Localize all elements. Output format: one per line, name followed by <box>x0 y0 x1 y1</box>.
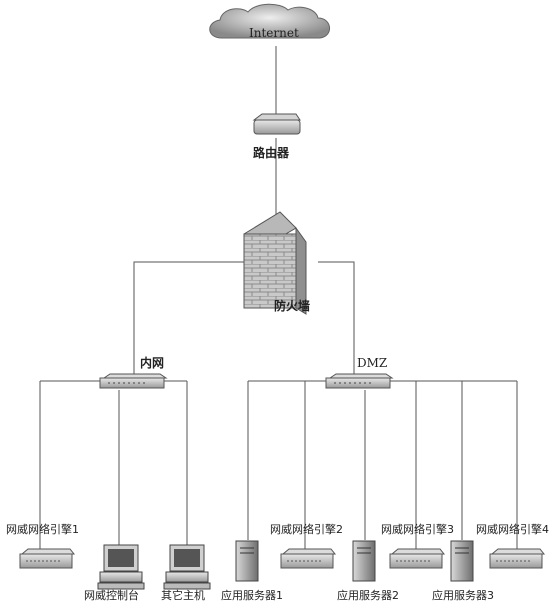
lan-label: 内网 <box>140 356 165 370</box>
engine-label-4: 网威网络引擎4 <box>476 523 549 536</box>
engine-label-2: 网威网络引擎2 <box>270 523 343 536</box>
engine-device-icon-4 <box>489 548 546 569</box>
console-label: 网威控制台 <box>84 589 139 602</box>
other-host-computer-icon <box>163 544 211 590</box>
firewall-label: 防火墙 <box>274 299 311 313</box>
internet-cloud-icon <box>209 3 330 39</box>
server-label-2: 应用服务器2 <box>337 589 399 602</box>
engine-label-3: 网威网络引擎3 <box>381 523 454 536</box>
server-label-1: 应用服务器1 <box>221 589 283 602</box>
internet-label: Internet <box>249 26 299 40</box>
server-tower-icon-1 <box>235 540 259 582</box>
connection-lines <box>39 46 518 550</box>
console-computer-icon <box>97 544 145 590</box>
engine-device-icon-1 <box>19 548 76 569</box>
server-tower-icon-3 <box>450 540 474 582</box>
router-label: 路由器 <box>253 146 290 160</box>
lan-switch-icon <box>99 373 168 389</box>
firewall-icon <box>243 211 307 315</box>
dmz-label: DMZ <box>357 356 388 370</box>
engine-label-1: 网威网络引擎1 <box>6 523 79 536</box>
server-label-3: 应用服务器3 <box>432 589 494 602</box>
router-icon <box>252 113 301 135</box>
server-tower-icon-2 <box>352 540 376 582</box>
engine-device-icon-2 <box>280 548 337 569</box>
other-host-label: 其它主机 <box>161 589 205 602</box>
dmz-switch-icon <box>325 373 394 389</box>
engine-device-icon-3 <box>389 548 446 569</box>
